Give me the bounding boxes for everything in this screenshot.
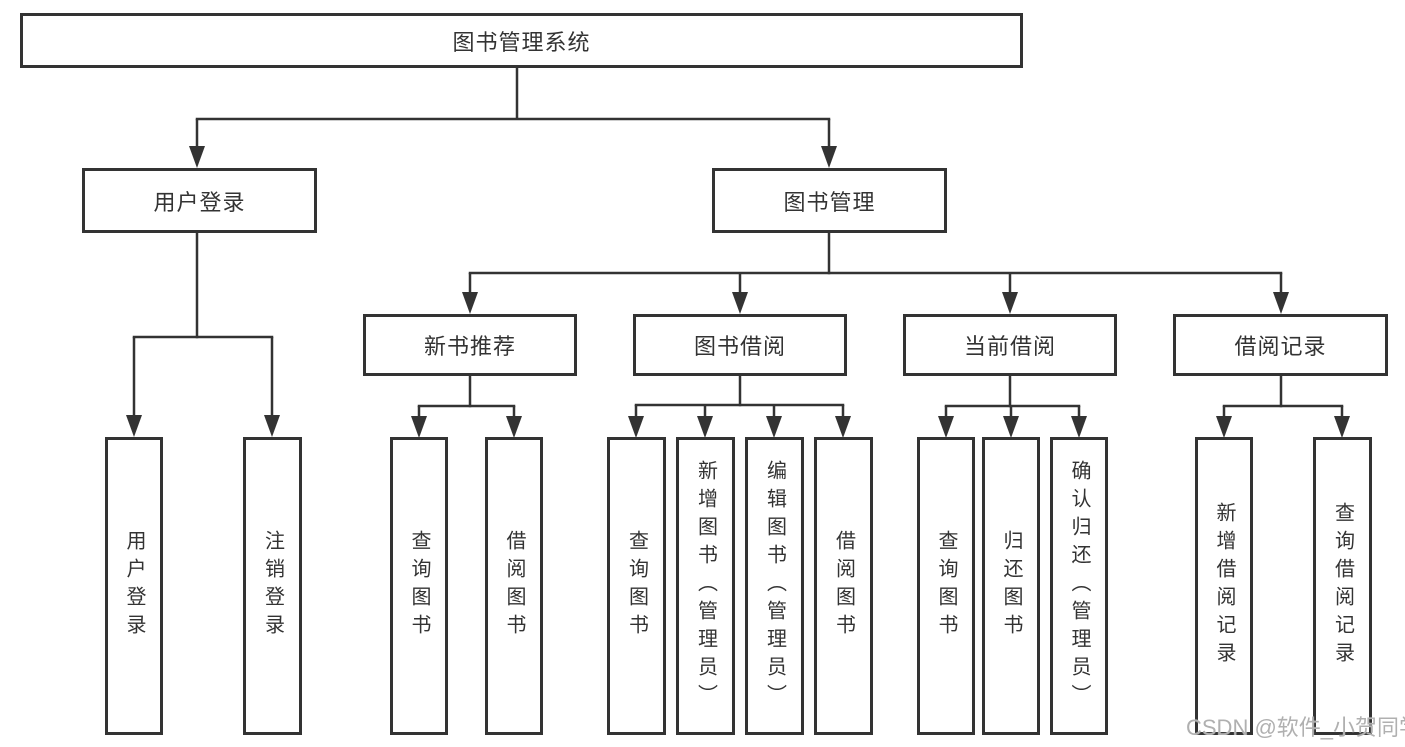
leaf-confirm-return-admin: 确认归还（管理员） bbox=[1050, 437, 1108, 735]
node-user-login-label: 用户登录 bbox=[153, 189, 246, 215]
leaf-query-borrow-record-label: 查询借阅记录 bbox=[1331, 502, 1354, 670]
node-new-book-recommend: 新书推荐 bbox=[363, 314, 577, 376]
leaf-borrow-books: 借阅图书 bbox=[814, 437, 873, 735]
leaf-add-borrow-record-label: 新增借阅记录 bbox=[1213, 502, 1235, 670]
node-root: 图书管理系统 bbox=[20, 13, 1023, 68]
leaf-query-books-current: 查询图书 bbox=[917, 437, 975, 735]
node-new-book-recommend-label: 新书推荐 bbox=[423, 334, 516, 359]
leaf-add-books-admin: 新增图书（管理员） bbox=[676, 437, 735, 735]
leaf-user-login: 用户登录 bbox=[105, 437, 163, 735]
leaf-return-books: 归还图书 bbox=[982, 437, 1040, 735]
leaf-user-login-label: 用户登录 bbox=[123, 530, 145, 642]
leaf-return-books-label: 归还图书 bbox=[1000, 530, 1022, 642]
leaf-confirm-return-admin-label: 确认归还（管理员） bbox=[1068, 460, 1090, 712]
leaf-query-books-current-label: 查询图书 bbox=[935, 530, 957, 642]
leaf-query-books-recommend-label: 查询图书 bbox=[408, 530, 430, 642]
leaf-borrow-books-label: 借阅图书 bbox=[832, 530, 855, 642]
node-current-borrowing: 当前借阅 bbox=[903, 314, 1117, 376]
node-book-management-label: 图书管理 bbox=[783, 189, 876, 215]
leaf-borrow-books-recommend-label: 借阅图书 bbox=[503, 530, 525, 642]
node-user-login: 用户登录 bbox=[82, 168, 317, 233]
watermark: CSDN @软件_小贺同学 bbox=[1186, 715, 1405, 740]
node-book-borrowing-label: 图书借阅 bbox=[693, 334, 786, 359]
node-current-borrowing-label: 当前借阅 bbox=[963, 334, 1056, 359]
leaf-query-borrow-record: 查询借阅记录 bbox=[1313, 437, 1372, 735]
node-book-borrowing: 图书借阅 bbox=[633, 314, 847, 376]
leaf-logout: 注销登录 bbox=[243, 437, 302, 735]
node-root-label: 图书管理系统 bbox=[452, 29, 591, 55]
leaf-query-books-borrowing-label: 查询图书 bbox=[625, 530, 648, 642]
leaf-add-books-admin-label: 新增图书（管理员） bbox=[694, 460, 717, 712]
leaf-edit-books-admin: 编辑图书（管理员） bbox=[745, 437, 804, 735]
leaf-borrow-books-recommend: 借阅图书 bbox=[485, 437, 543, 735]
leaf-logout-label: 注销登录 bbox=[261, 530, 284, 642]
node-book-management: 图书管理 bbox=[712, 168, 947, 233]
leaf-query-books-borrowing: 查询图书 bbox=[607, 437, 666, 735]
leaf-add-borrow-record: 新增借阅记录 bbox=[1195, 437, 1253, 735]
node-borrow-records: 借阅记录 bbox=[1173, 314, 1388, 376]
leaf-query-books-recommend: 查询图书 bbox=[390, 437, 448, 735]
node-borrow-records-label: 借阅记录 bbox=[1234, 334, 1327, 359]
leaf-edit-books-admin-label: 编辑图书（管理员） bbox=[763, 460, 786, 712]
